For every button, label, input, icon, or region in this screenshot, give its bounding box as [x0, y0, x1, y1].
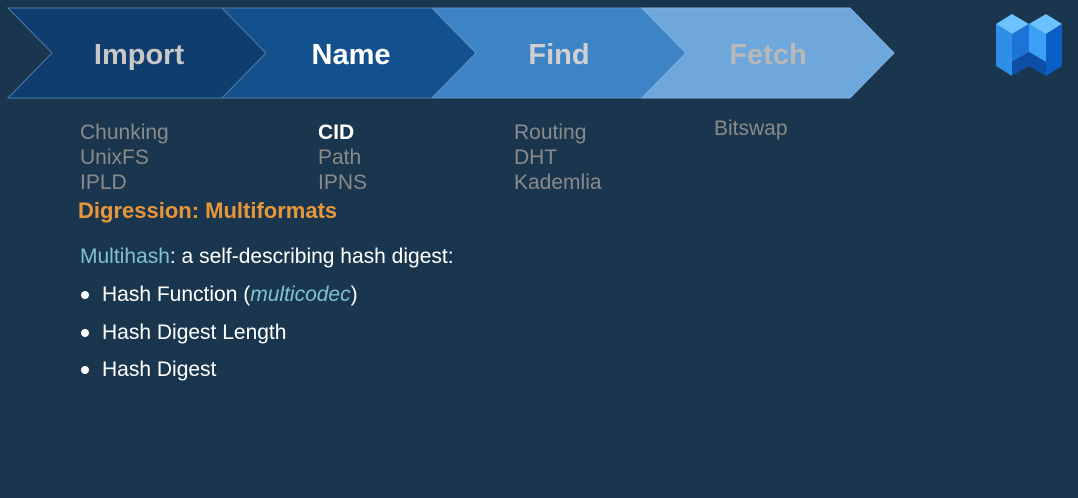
- bullet-dot-icon: [81, 291, 89, 299]
- name-subtopics: CID Path IPNS: [318, 120, 367, 195]
- list-item: Hash Digest: [80, 358, 358, 396]
- find-subtopics: Routing DHT Kademlia: [514, 120, 602, 195]
- chevron-fetch: [640, 7, 895, 99]
- subtopic-ipld: IPLD: [80, 171, 127, 194]
- subtopic-routing: Routing: [514, 121, 587, 144]
- subtopic-bitswap: Bitswap: [714, 117, 788, 140]
- bullet-text: Hash Digest: [102, 358, 217, 381]
- bullet-list: Hash Function (multicodec) Hash Digest L…: [80, 283, 358, 396]
- step-label-import: Import: [94, 39, 185, 71]
- bullet-emphasis: multicodec: [250, 283, 351, 306]
- subtopic-unixfs: UnixFS: [80, 146, 149, 169]
- subtopic-kademlia: Kademlia: [514, 171, 602, 194]
- section-heading: Digression: Multiformats: [78, 198, 338, 223]
- fetch-subtopics: Bitswap: [714, 116, 788, 141]
- subtopic-chunking: Chunking: [80, 121, 169, 144]
- list-item: Hash Digest Length: [80, 321, 358, 359]
- intro-description: : a self-describing hash digest:: [169, 245, 454, 268]
- subtopic-dht: DHT: [514, 146, 558, 169]
- subtopic-ipns: IPNS: [318, 171, 368, 194]
- bullet-text: Hash Digest Length: [102, 320, 287, 344]
- step-label-find: Find: [528, 39, 589, 71]
- bullet-text: Hash Function (: [102, 283, 251, 306]
- pipeline-chevrons: Import Name Find Fetch: [6, 7, 895, 99]
- multiformats-m-logo-icon: [996, 14, 1062, 76]
- bullet-dot-icon: [81, 328, 89, 337]
- import-subtopics: Chunking UnixFS IPLD: [80, 120, 169, 195]
- subtopic-cid: CID: [318, 121, 355, 144]
- bullet-tail: ): [350, 283, 358, 306]
- intro-term: Multihash: [80, 245, 170, 268]
- intro-line: Multihash: a self-describing hash digest…: [80, 245, 454, 269]
- step-label-name: Name: [312, 39, 391, 71]
- step-label-fetch: Fetch: [729, 39, 806, 71]
- subtopic-path: Path: [318, 146, 362, 169]
- list-item: Hash Function (multicodec): [80, 283, 358, 321]
- bullet-dot-icon: [81, 366, 89, 374]
